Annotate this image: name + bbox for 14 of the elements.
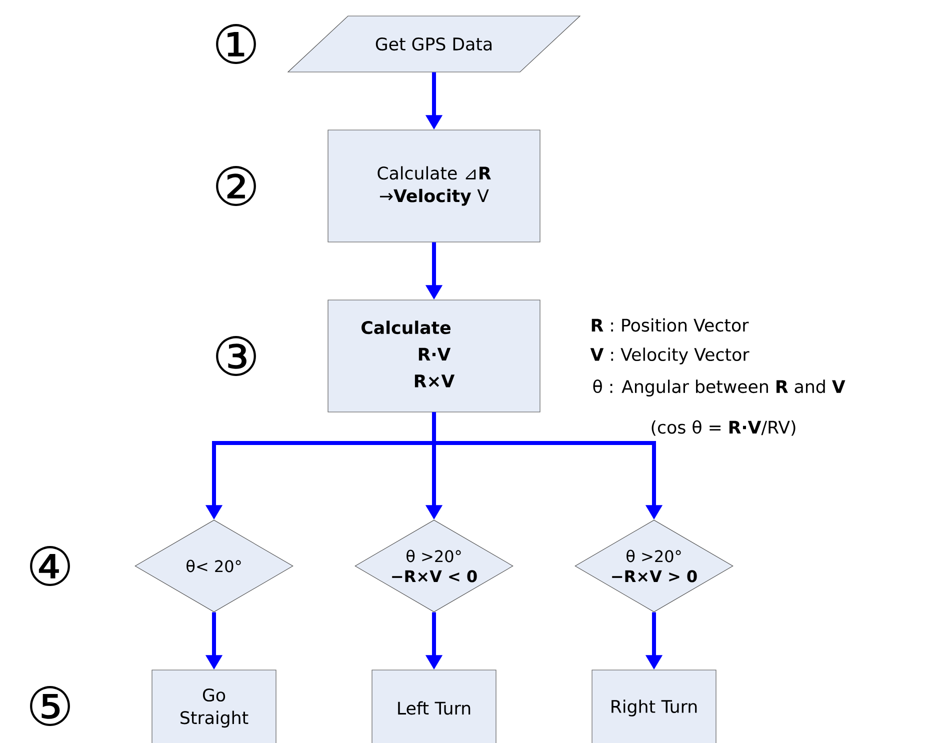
process-box: Left Turn	[372, 670, 496, 743]
note-text: θ : Angular between R and V	[593, 380, 846, 396]
note-text: R : Position Vector	[592, 318, 749, 332]
step-number: ①	[216, 24, 256, 64]
process-box: Right Turn	[592, 670, 716, 743]
note-text: V : Velocity Vector	[590, 348, 750, 364]
step-number: ③	[216, 336, 256, 376]
process-box: Calculate ⊿R →Velocity V	[328, 130, 540, 242]
step-number: ④	[30, 546, 70, 586]
note-text: (cos θ = R·V/RV)	[652, 420, 796, 436]
process-box: Calculate R·V R×V	[328, 300, 540, 412]
step-number: ②	[216, 166, 256, 206]
step-number: ⑤	[30, 686, 70, 726]
process-box: Go Straight	[152, 670, 276, 743]
